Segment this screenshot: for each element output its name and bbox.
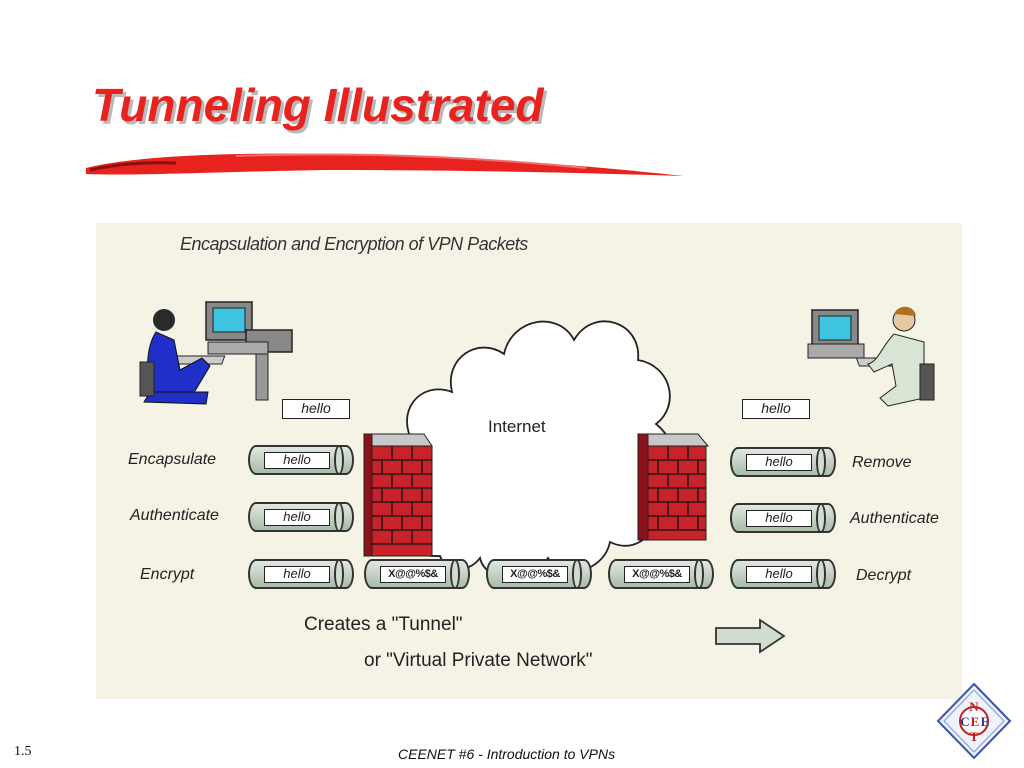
step-authenticate-right: Authenticate: [850, 510, 939, 527]
packet-authenticated-left: hello: [248, 502, 354, 532]
packet-encapsulated-left: hello: [248, 445, 354, 475]
firewall-right-icon: [636, 433, 710, 541]
tunnel-caption-line1: Creates a "Tunnel": [304, 614, 463, 635]
packet-transit-3: X@@%$&: [608, 559, 714, 589]
slide-footer: CEENET #6 - Introduction to VPNs: [398, 746, 616, 762]
arrow-right-icon: [715, 618, 786, 654]
slide-title: Tunneling Illustrated: [92, 79, 544, 131]
ceenet-logo: N C E E T: [936, 682, 1012, 760]
packet-encrypted-payload: X@@%$&: [624, 566, 690, 583]
step-remove: Remove: [852, 454, 912, 471]
receiver-user-icon: [807, 306, 935, 407]
packet-encrypted-payload: X@@%$&: [380, 566, 446, 583]
step-decrypt: Decrypt: [856, 567, 912, 584]
message-right: hello: [742, 399, 810, 419]
packet-encrypted-payload: X@@%$&: [502, 566, 568, 583]
step-encapsulate: Encapsulate: [128, 451, 217, 468]
sender-user-icon: [139, 301, 293, 405]
brush-stroke-decoration: [86, 153, 684, 176]
packet-payload: hello: [746, 510, 812, 527]
slide-number: 1.5: [14, 744, 32, 759]
logo-letter-t: T: [970, 729, 979, 744]
packet-payload: hello: [264, 566, 330, 583]
packet-encrypted-left: hello: [248, 559, 354, 589]
packet-payload: hello: [746, 566, 812, 583]
logo-letter-n: N: [969, 699, 979, 714]
packet-authenticated-right: hello: [730, 503, 836, 533]
packet-payload: hello: [264, 452, 330, 469]
logo-letter-e1: E: [971, 714, 980, 729]
packet-transit-2: X@@%$&: [486, 559, 592, 589]
step-authenticate-left: Authenticate: [130, 507, 219, 524]
packet-encapsulated-right: hello: [730, 447, 836, 477]
packet-payload: hello: [746, 454, 812, 471]
tunnel-caption-line2: or "Virtual Private Network": [364, 650, 593, 671]
diagram-caption: Encapsulation and Encryption of VPN Pack…: [180, 234, 528, 254]
packet-payload: hello: [264, 509, 330, 526]
packet-decrypted-right: hello: [730, 559, 836, 589]
logo-letter-e2: E: [981, 714, 990, 729]
step-encrypt: Encrypt: [140, 566, 195, 583]
firewall-left-icon: [363, 433, 433, 557]
logo-letter-c: C: [960, 714, 969, 729]
packet-transit-1: X@@%$&: [364, 559, 470, 589]
message-left: hello: [282, 399, 350, 419]
cloud-label: Internet: [488, 417, 546, 436]
